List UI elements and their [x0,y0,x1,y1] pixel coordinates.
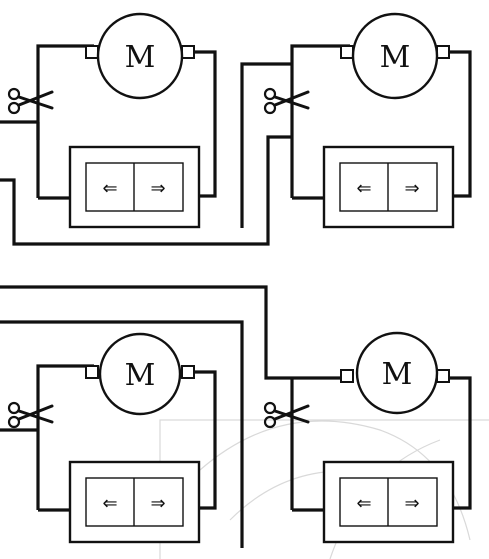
connecting-wires [0,62,292,548]
left-arrow-icon: ⇐ [356,493,371,514]
motor-terminal [436,369,450,383]
right-arrow-icon: ⇒ [404,178,419,199]
motor-terminal [181,45,195,59]
scissors-icon [7,401,54,429]
left-arrow-icon: ⇐ [102,178,117,199]
right-arrow-icon: ⇒ [404,493,419,514]
scissors-icon [263,87,310,115]
motor-terminal [181,365,195,379]
motor-icon [96,12,184,100]
motor-terminal [340,45,354,59]
motor-icon [355,331,439,415]
motor-label: M [380,40,411,75]
unit-top-right: M ⇐ ⇒ [263,12,472,229]
unit-bottom-right: M ⇐ ⇒ [263,331,472,544]
left-arrow-icon: ⇐ [356,178,371,199]
right-arrow-icon: ⇒ [150,178,165,199]
motor-label: M [125,358,156,393]
unit-bottom-left: M ⇐ ⇒ [7,332,217,544]
scissors-icon [7,87,54,115]
motor-label: M [125,40,156,75]
motor-terminal [340,369,354,383]
motor-terminal [85,365,99,379]
left-arrow-icon: ⇐ [102,493,117,514]
motor-icon [351,12,439,100]
unit-top-left: M ⇐ ⇒ [7,12,217,229]
scissors-icon [263,401,310,429]
motor-terminal [85,45,99,59]
right-arrow-icon: ⇒ [150,493,165,514]
motor-terminal [436,45,450,59]
motor-icon [98,332,182,416]
motor-label: M [382,357,413,392]
